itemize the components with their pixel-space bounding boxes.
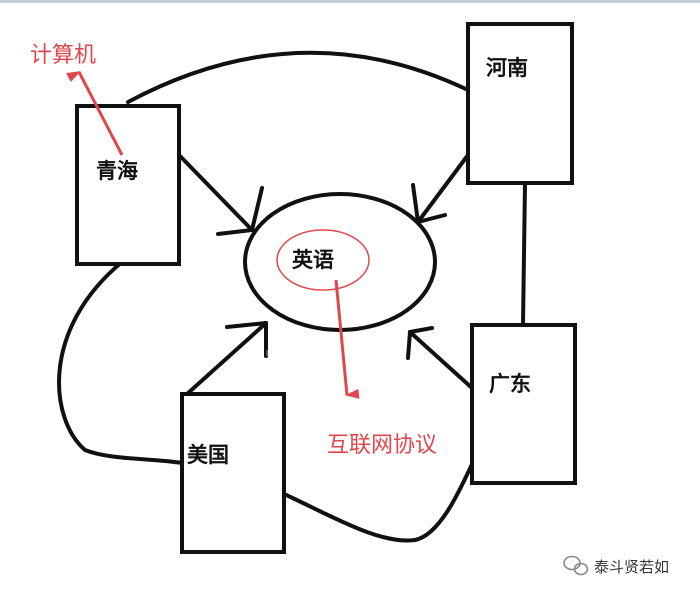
curve-qinghai-henan <box>126 50 470 104</box>
watermark-text: 泰斗贤若如 <box>594 558 669 576</box>
arrow-guangdong-to-center <box>406 326 474 390</box>
top-border <box>0 0 700 3</box>
line-henan-guangdong <box>521 181 527 327</box>
wechat-icon <box>563 555 589 576</box>
box-guangdong <box>470 323 577 485</box>
label-henan: 河南 <box>486 56 528 80</box>
annotation-computer: 计算机 <box>30 43 96 68</box>
artifact-dot <box>266 350 268 356</box>
box-henan <box>466 22 574 185</box>
curve-meiguo-guangdong <box>282 460 475 543</box>
highlight-circle <box>276 229 370 291</box>
arrow-protocol <box>334 279 360 399</box>
label-guangdong: 广东 <box>489 372 531 396</box>
label-center: 英语 <box>292 248 334 272</box>
arrow-meiguo-to-center <box>185 321 268 396</box>
arrow-henan-to-center <box>411 153 470 224</box>
curve-qinghai-meiguo <box>57 260 184 465</box>
arrow-qinghai-to-center <box>177 153 264 236</box>
label-meiguo: 美国 <box>187 443 229 467</box>
arrow-computer <box>66 71 124 156</box>
box-qinghai <box>75 104 181 266</box>
box-meiguo <box>180 392 286 554</box>
label-qinghai: 青海 <box>96 159 138 183</box>
annotation-protocol: 互联网协议 <box>327 433 437 458</box>
